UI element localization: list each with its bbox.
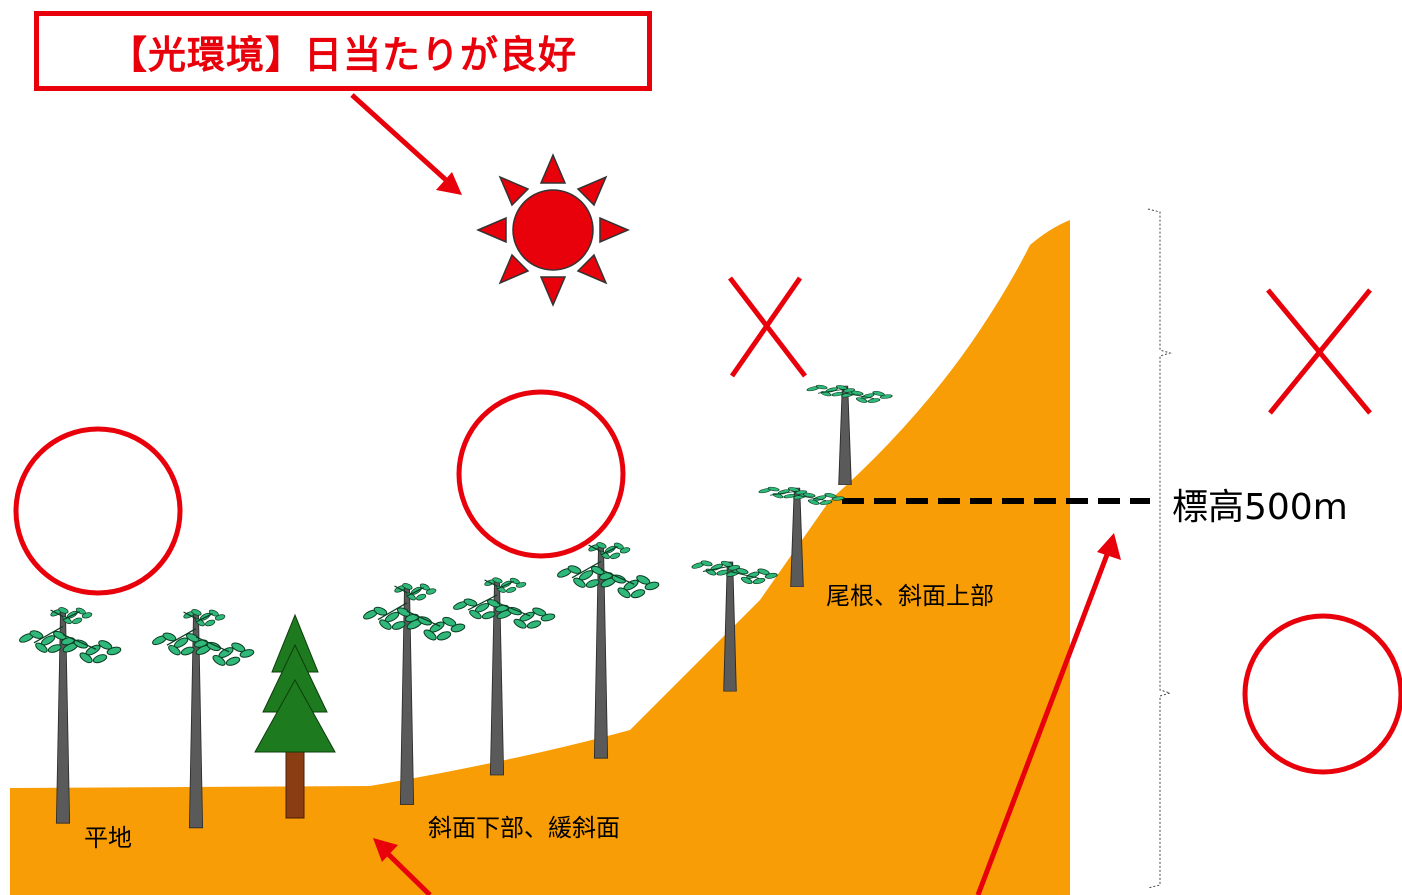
cross-mark-icon (1266, 288, 1372, 415)
label-upper-slope: 尾根、斜面上部 (826, 582, 994, 610)
ground-slope (10, 220, 1070, 895)
circle-mark-icon (1242, 613, 1402, 775)
arrow-to-elevation (975, 533, 1121, 895)
label-elevation: 標高500m (1172, 487, 1348, 528)
arrow-to-sun (350, 93, 462, 195)
title-text: 【光環境】日当たりが良好 (108, 32, 577, 77)
cross-mark-icon (728, 276, 807, 378)
circle-mark-icon (13, 426, 183, 596)
sun-icon (476, 153, 630, 307)
label-lower-slope: 斜面下部、緩斜面 (428, 814, 620, 842)
title-box: 【光環境】日当たりが良好 (34, 11, 652, 91)
circle-mark-icon (456, 389, 626, 559)
conifer-icon (254, 613, 336, 819)
broadleaf-tree-icon (362, 582, 465, 804)
elevation-bracket (1147, 208, 1172, 889)
arrow-to-ground (373, 838, 432, 895)
label-flat: 平地 (84, 824, 132, 852)
broadleaf-tree-icon (452, 577, 555, 775)
